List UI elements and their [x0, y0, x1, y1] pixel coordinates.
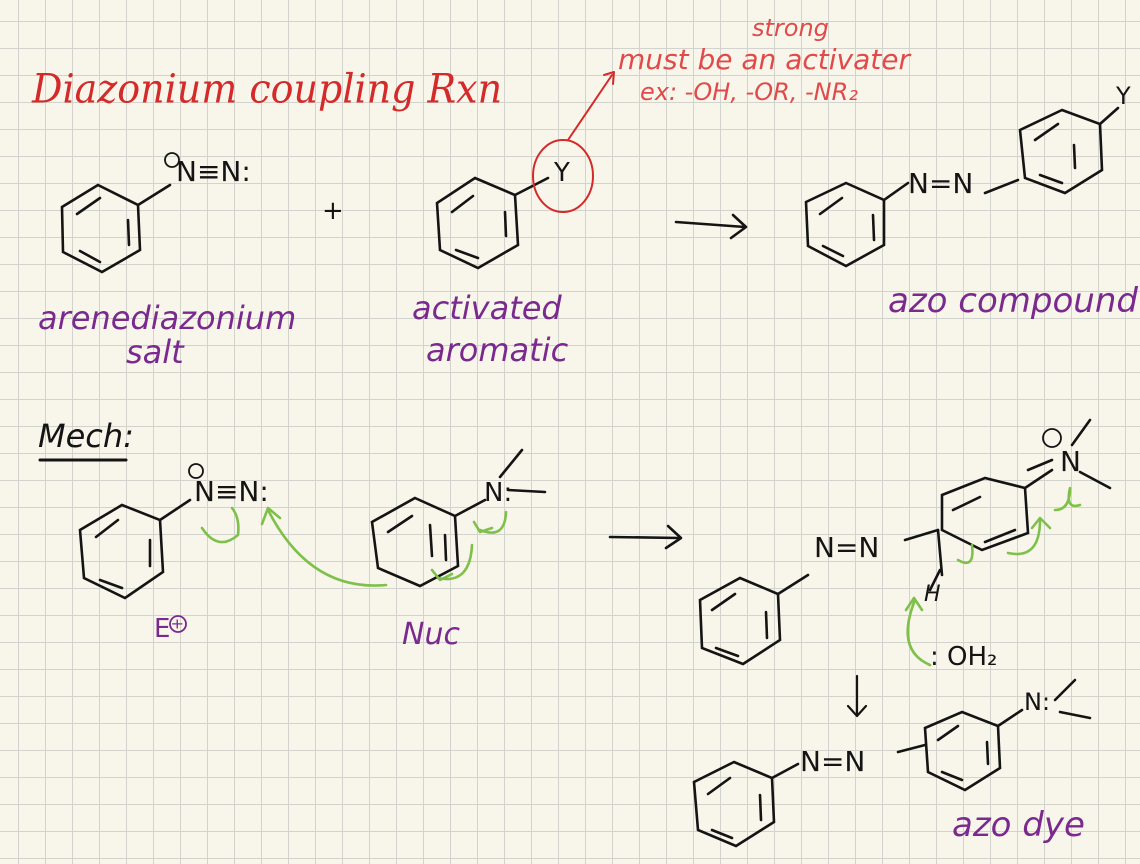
annotation-examples: ex: -OH, -OR, -NR₂ — [640, 78, 858, 106]
hydrogen-atom: H — [924, 582, 941, 607]
water-base: : OH₂ — [930, 642, 998, 672]
label-electrophile: E⁺ — [154, 614, 185, 644]
product-group: Y — [1116, 82, 1131, 110]
annotation-strong: strong — [752, 14, 829, 42]
page-title: Diazonium coupling Rxn — [32, 65, 503, 113]
label-azo-dye: azo dye — [952, 805, 1085, 845]
benzene-ring-electrophile — [78, 498, 192, 600]
azo-product-rings — [804, 106, 1120, 268]
label-activated: activated — [412, 289, 562, 327]
electrophile-group: N≡N: — [194, 475, 269, 508]
nucleophile-amine: N: — [484, 478, 513, 508]
electrophile-charge-circle — [169, 615, 187, 633]
down-arrow — [846, 674, 868, 718]
label-azo-compound: azo compound — [888, 281, 1138, 321]
intermediate-azo: N=N — [814, 531, 880, 564]
activator-group: Y — [554, 158, 570, 188]
azo-linkage: N=N — [908, 167, 974, 200]
label-arenediazonium: arenediazonium — [38, 299, 297, 337]
diazonium-group: N≡N: — [176, 155, 251, 188]
intermediate-structure — [698, 418, 1112, 666]
benzene-ring-nucleophile — [370, 448, 547, 588]
dye-azo: N=N — [800, 745, 866, 778]
dye-amine: N: — [1024, 688, 1051, 716]
annotation-arrow — [567, 74, 613, 141]
benzene-ring-activated — [435, 176, 550, 270]
label-aromatic: aromatic — [426, 331, 569, 369]
reaction-arrow-overview — [674, 213, 748, 240]
intermediate-iminium: N — [1060, 445, 1081, 478]
charge-circles — [164, 152, 1062, 479]
azo-dye-structure — [692, 678, 1092, 848]
label-salt: salt — [126, 333, 184, 371]
green-arrows-step1 — [200, 506, 508, 587]
annotation-must-be: must be an activater — [618, 43, 910, 76]
benzene-ring-diazonium — [60, 183, 172, 274]
plus-sign: + — [322, 196, 344, 226]
mech-heading: Mech: — [38, 417, 134, 455]
activator-circle — [532, 139, 594, 213]
reaction-arrow-mechanism — [608, 524, 683, 550]
label-nucleophile: Nuc — [402, 617, 460, 652]
green-arrows-step2 — [904, 486, 1082, 667]
